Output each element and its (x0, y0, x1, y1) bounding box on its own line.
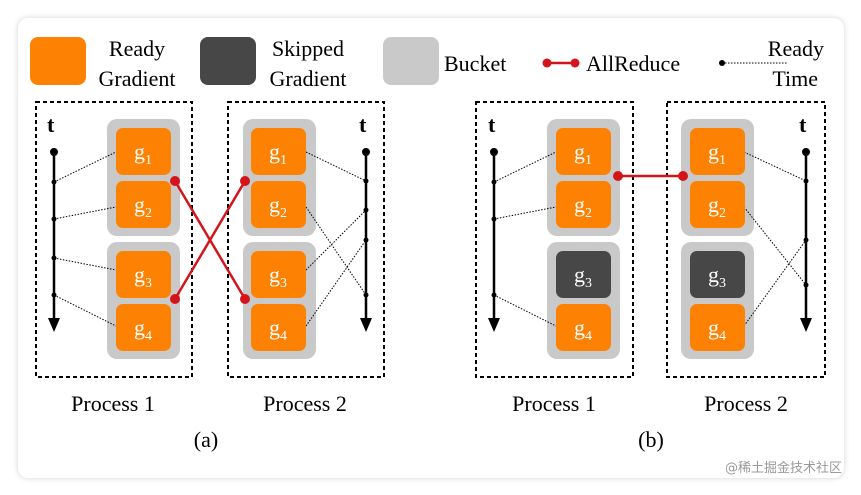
legend-ready-label-2: Gradient (99, 66, 176, 91)
legend-readytime-label-2: Time (772, 66, 818, 91)
allreduce-dot (240, 294, 250, 304)
gradient-label-b2-g4: g4 (708, 315, 726, 344)
gradient-label-a1-g3: g3 (134, 262, 152, 291)
time-label-a2: t (359, 112, 367, 137)
time-label-b2: t (799, 112, 807, 137)
ready-time-lines-a1 (53, 151, 117, 327)
allreduce-a-bucket-bottom-to-top (173, 180, 247, 300)
gradient-a2-g1 (251, 128, 306, 175)
legend-bucket-label: Bucket (444, 51, 506, 76)
gradient-label-b2-g2: g2 (708, 192, 726, 221)
gradient-a2-g4 (251, 304, 306, 351)
gradient-label-b1-g1: g1 (574, 139, 592, 168)
legend-bucket-swatch (383, 37, 439, 85)
timeline-start-b1 (490, 148, 498, 156)
ready-time-dots-a2 (363, 178, 369, 298)
gradient-a2-g2 (251, 181, 306, 228)
process-box-b1 (475, 101, 634, 378)
gradient-label-a2-g1: g1 (269, 139, 287, 168)
legend-ready-label-1: Ready (109, 36, 165, 61)
ready-time-lines-b2 (743, 151, 807, 327)
legend-ready-swatch (30, 37, 86, 85)
timeline-arrow-a1 (48, 318, 60, 332)
legend-allreduce-label: AllReduce (586, 51, 680, 76)
process-label-a2: Process 2 (263, 391, 347, 416)
panel-caption-b: (b) (638, 427, 664, 452)
gradient-b2-g2 (690, 181, 745, 228)
timeline-start-a1 (50, 148, 58, 156)
process-label-b1: Process 1 (512, 391, 596, 416)
panel-b: t t g1 g2 g3 (475, 101, 826, 452)
gradient-label-b2-g3: g3 (708, 262, 726, 291)
timeline-arrow-b1 (488, 318, 500, 332)
legend: Ready Gradient Skipped Gradient Bucket A… (30, 36, 824, 91)
gradient-label-b1-g4: g4 (574, 315, 592, 344)
process-box-b2 (666, 101, 826, 378)
timeline-start-b2 (802, 148, 810, 156)
gradient-label-a1-g1: g1 (134, 139, 152, 168)
gradient-a1-g3 (116, 251, 171, 298)
gradient-a2-g3 (251, 251, 306, 298)
legend-skipped-swatch (200, 37, 256, 85)
gradient-label-a1-g2: g2 (134, 192, 152, 221)
ready-time-dots-a1 (51, 179, 57, 298)
process-label-a1: Process 1 (71, 391, 155, 416)
timeline-start-a2 (362, 148, 370, 156)
legend-skipped-label-2: Gradient (270, 66, 347, 91)
ready-time-lines-b1 (493, 151, 557, 327)
gradient-label-b1-g2: g2 (574, 192, 592, 221)
gradient-label-b2-g1: g1 (708, 139, 726, 168)
process-label-b2: Process 2 (704, 391, 788, 416)
gradient-b1-g4 (556, 304, 611, 351)
time-label-b1: t (488, 112, 496, 137)
panel-caption-a: (a) (194, 427, 218, 452)
legend-readytime-label-1: Ready (768, 36, 824, 61)
gradient-label-a2-g3: g3 (269, 262, 287, 291)
gradient-b1-g1 (556, 128, 611, 175)
time-label-a1: t (47, 112, 55, 137)
process-box-a2 (227, 101, 385, 378)
gradient-a1-g1 (116, 128, 171, 175)
gradient-b2-g3-skipped (690, 251, 745, 298)
allreduce-dot (613, 171, 623, 181)
gradient-a1-g4 (116, 304, 171, 351)
gradient-label-a2-g2: g2 (269, 192, 287, 221)
gradient-b1-g3-skipped (556, 251, 611, 298)
gradient-b1-g2 (556, 181, 611, 228)
gradient-label-b1-g3: g3 (574, 262, 592, 291)
allreduce-dot (678, 171, 688, 181)
watermark: @稀土掘金技术社区 (725, 460, 842, 476)
timeline-arrow-a2 (360, 318, 372, 332)
allreduce-dot (170, 294, 180, 304)
legend-allreduce-dot-left (542, 58, 552, 68)
ready-time-dots-b2 (803, 178, 809, 288)
allreduce-dot (170, 176, 180, 186)
process-box-a1 (35, 101, 193, 378)
legend-skipped-label-1: Skipped (272, 36, 344, 61)
gradient-b2-g4 (690, 304, 745, 351)
gradient-b2-g1 (690, 128, 745, 175)
ready-time-dots-b1 (491, 179, 497, 298)
legend-allreduce-dot-right (570, 58, 580, 68)
panel-a: t t (35, 101, 385, 452)
allreduce-dot (240, 176, 250, 186)
timeline-arrow-b2 (800, 318, 812, 332)
gradient-label-a2-g4: g4 (269, 315, 287, 344)
ready-time-lines-a2 (305, 151, 367, 327)
gradient-label-a1-g4: g4 (134, 315, 152, 344)
gradient-a1-g2 (116, 181, 171, 228)
